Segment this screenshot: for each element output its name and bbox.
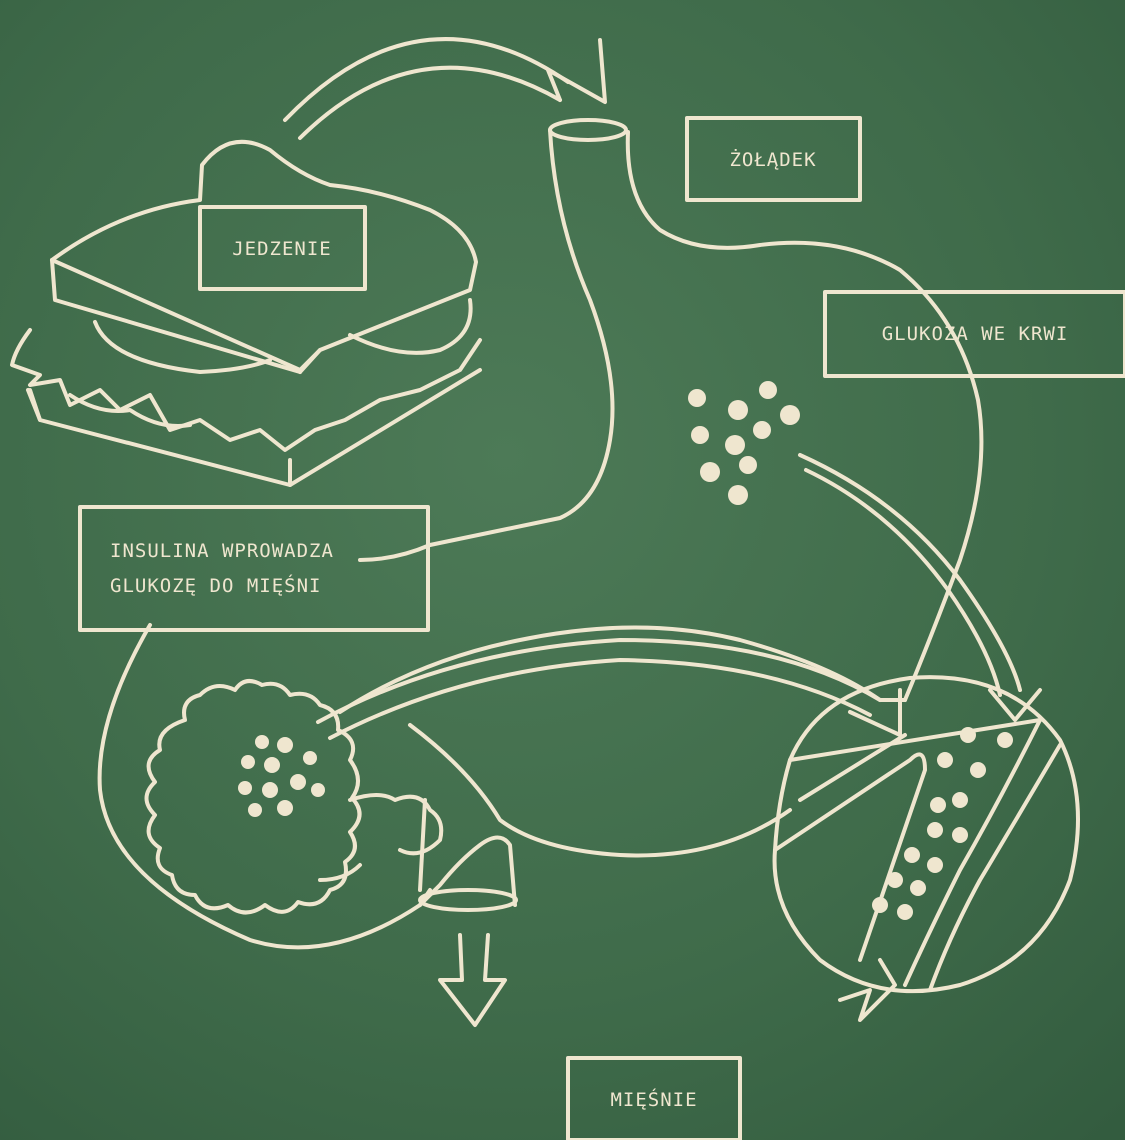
glucose-dot xyxy=(960,727,976,743)
glucose-dot xyxy=(952,827,968,843)
glucose-dot xyxy=(248,803,262,817)
label-insulin-line2: GLUKOZĘ DO MIĘŚNI xyxy=(110,573,321,597)
label-stomach: ŻOŁĄDEK xyxy=(729,148,816,171)
glucose-dot xyxy=(311,783,325,797)
glucose-dot xyxy=(753,421,771,439)
glucose-dot xyxy=(290,774,306,790)
glucose-dot xyxy=(927,857,943,873)
glucose-dot xyxy=(759,381,777,399)
label-muscles: MIĘŚNIE xyxy=(610,1087,697,1111)
glucose-dot xyxy=(700,462,720,482)
glucose-dot xyxy=(688,389,706,407)
label-food: JEDZENIE xyxy=(232,238,332,260)
glucose-dot xyxy=(238,781,252,795)
glucose-dot xyxy=(897,904,913,920)
glucose-dot xyxy=(970,762,986,778)
glucose-dot xyxy=(262,782,278,798)
glucose-dot xyxy=(887,872,903,888)
glucose-dot xyxy=(780,405,800,425)
glucose-dot xyxy=(930,797,946,813)
glucose-dot xyxy=(277,737,293,753)
glucose-dot xyxy=(997,732,1013,748)
glucose-dot xyxy=(255,735,269,749)
glucose-dot xyxy=(937,752,953,768)
glucose-dot xyxy=(691,426,709,444)
glucose-dot xyxy=(303,751,317,765)
glucose-dot xyxy=(725,435,745,455)
label-blood-glucose: GLUKOZA WE KRWI xyxy=(882,323,1069,345)
glucose-dot xyxy=(910,880,926,896)
glucose-dot xyxy=(241,755,255,769)
glucose-dot xyxy=(872,897,888,913)
glucose-dot xyxy=(264,757,280,773)
glucose-dot xyxy=(904,847,920,863)
glucose-dot xyxy=(927,822,943,838)
glucose-dot xyxy=(952,792,968,808)
glucose-dot xyxy=(728,485,748,505)
glucose-dot xyxy=(739,456,757,474)
label-insulin-line1: INSULINA WPROWADZA xyxy=(110,540,334,562)
glucose-dot xyxy=(277,800,293,816)
glucose-dot xyxy=(728,400,748,420)
